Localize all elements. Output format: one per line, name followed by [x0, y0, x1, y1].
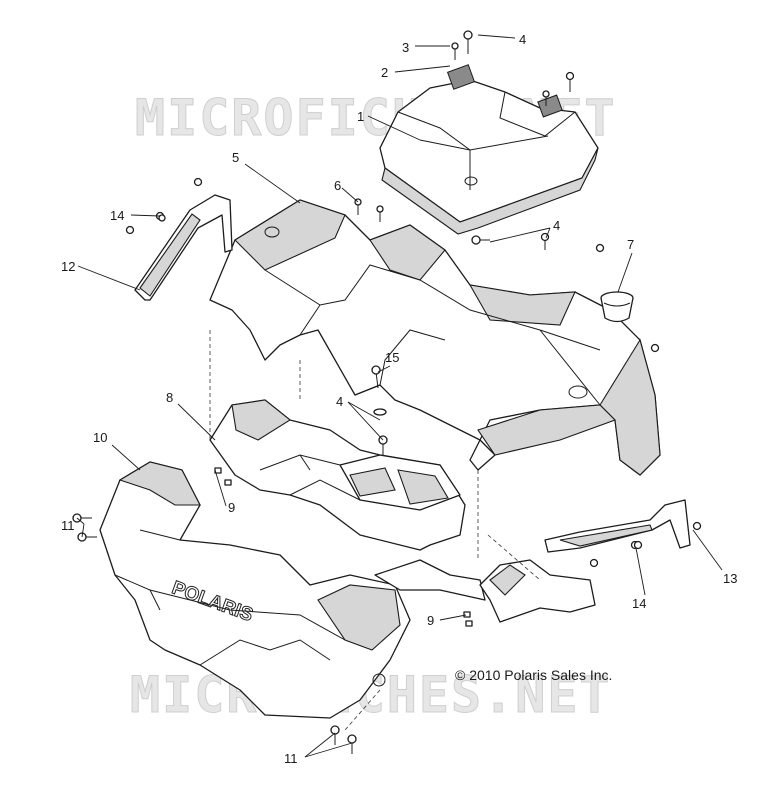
clip-9: [214, 467, 473, 627]
screw-6: [354, 198, 384, 222]
callout-4-right: 4: [553, 218, 560, 233]
screw-4-lower: [540, 232, 550, 250]
callout-6: 6: [334, 178, 341, 193]
callout-9-bottom: 9: [427, 613, 434, 628]
cup-holder-part: [600, 291, 634, 323]
callout-4-center: 4: [336, 394, 343, 409]
screw-11-bottom: [330, 725, 357, 754]
right-support-bracket-part: [544, 499, 702, 568]
callout-2: 2: [381, 65, 388, 80]
callout-11-left: 11: [61, 518, 75, 533]
screw-11-left: [72, 513, 97, 542]
fender-panel-part: [209, 199, 661, 476]
screw-4-upper: [471, 235, 490, 245]
callout-15: 15: [385, 350, 399, 365]
inner-fender-part: [374, 559, 596, 623]
callout-14-left: 14: [110, 208, 124, 223]
leader-lines: [76, 34, 723, 758]
fasteners: [72, 198, 660, 754]
callout-12: 12: [61, 259, 75, 274]
screw-4-center: [378, 435, 388, 456]
copyright-text: © 2010 Polaris Sales Inc.: [455, 667, 612, 683]
front-nose-part: POLARIS: [99, 461, 411, 719]
left-support-bracket-part: [125, 177, 233, 301]
callout-8: 8: [166, 390, 173, 405]
alignment-lines: [209, 330, 541, 731]
callout-14-right: 14: [632, 596, 646, 611]
hood-hinge-hardware: [451, 30, 575, 106]
callout-1: 1: [357, 109, 364, 124]
callout-labels: 1 2 3 4 5 6 4 7 14 12 15 4 8 10 9 11 13 …: [61, 32, 737, 766]
callout-9-left: 9: [228, 500, 235, 515]
callout-4-top: 4: [519, 32, 526, 47]
callout-5: 5: [232, 150, 239, 165]
callout-3: 3: [402, 40, 409, 55]
callout-11-bottom: 11: [284, 751, 298, 766]
screw-14: [158, 214, 643, 550]
callout-7: 7: [627, 237, 634, 252]
screw-4-rear: [595, 243, 660, 353]
hood-part: [379, 64, 599, 235]
screw-15: [371, 365, 387, 416]
floor-tray-part: [209, 399, 466, 551]
callout-13: 13: [723, 571, 737, 586]
callout-10: 10: [93, 430, 107, 445]
